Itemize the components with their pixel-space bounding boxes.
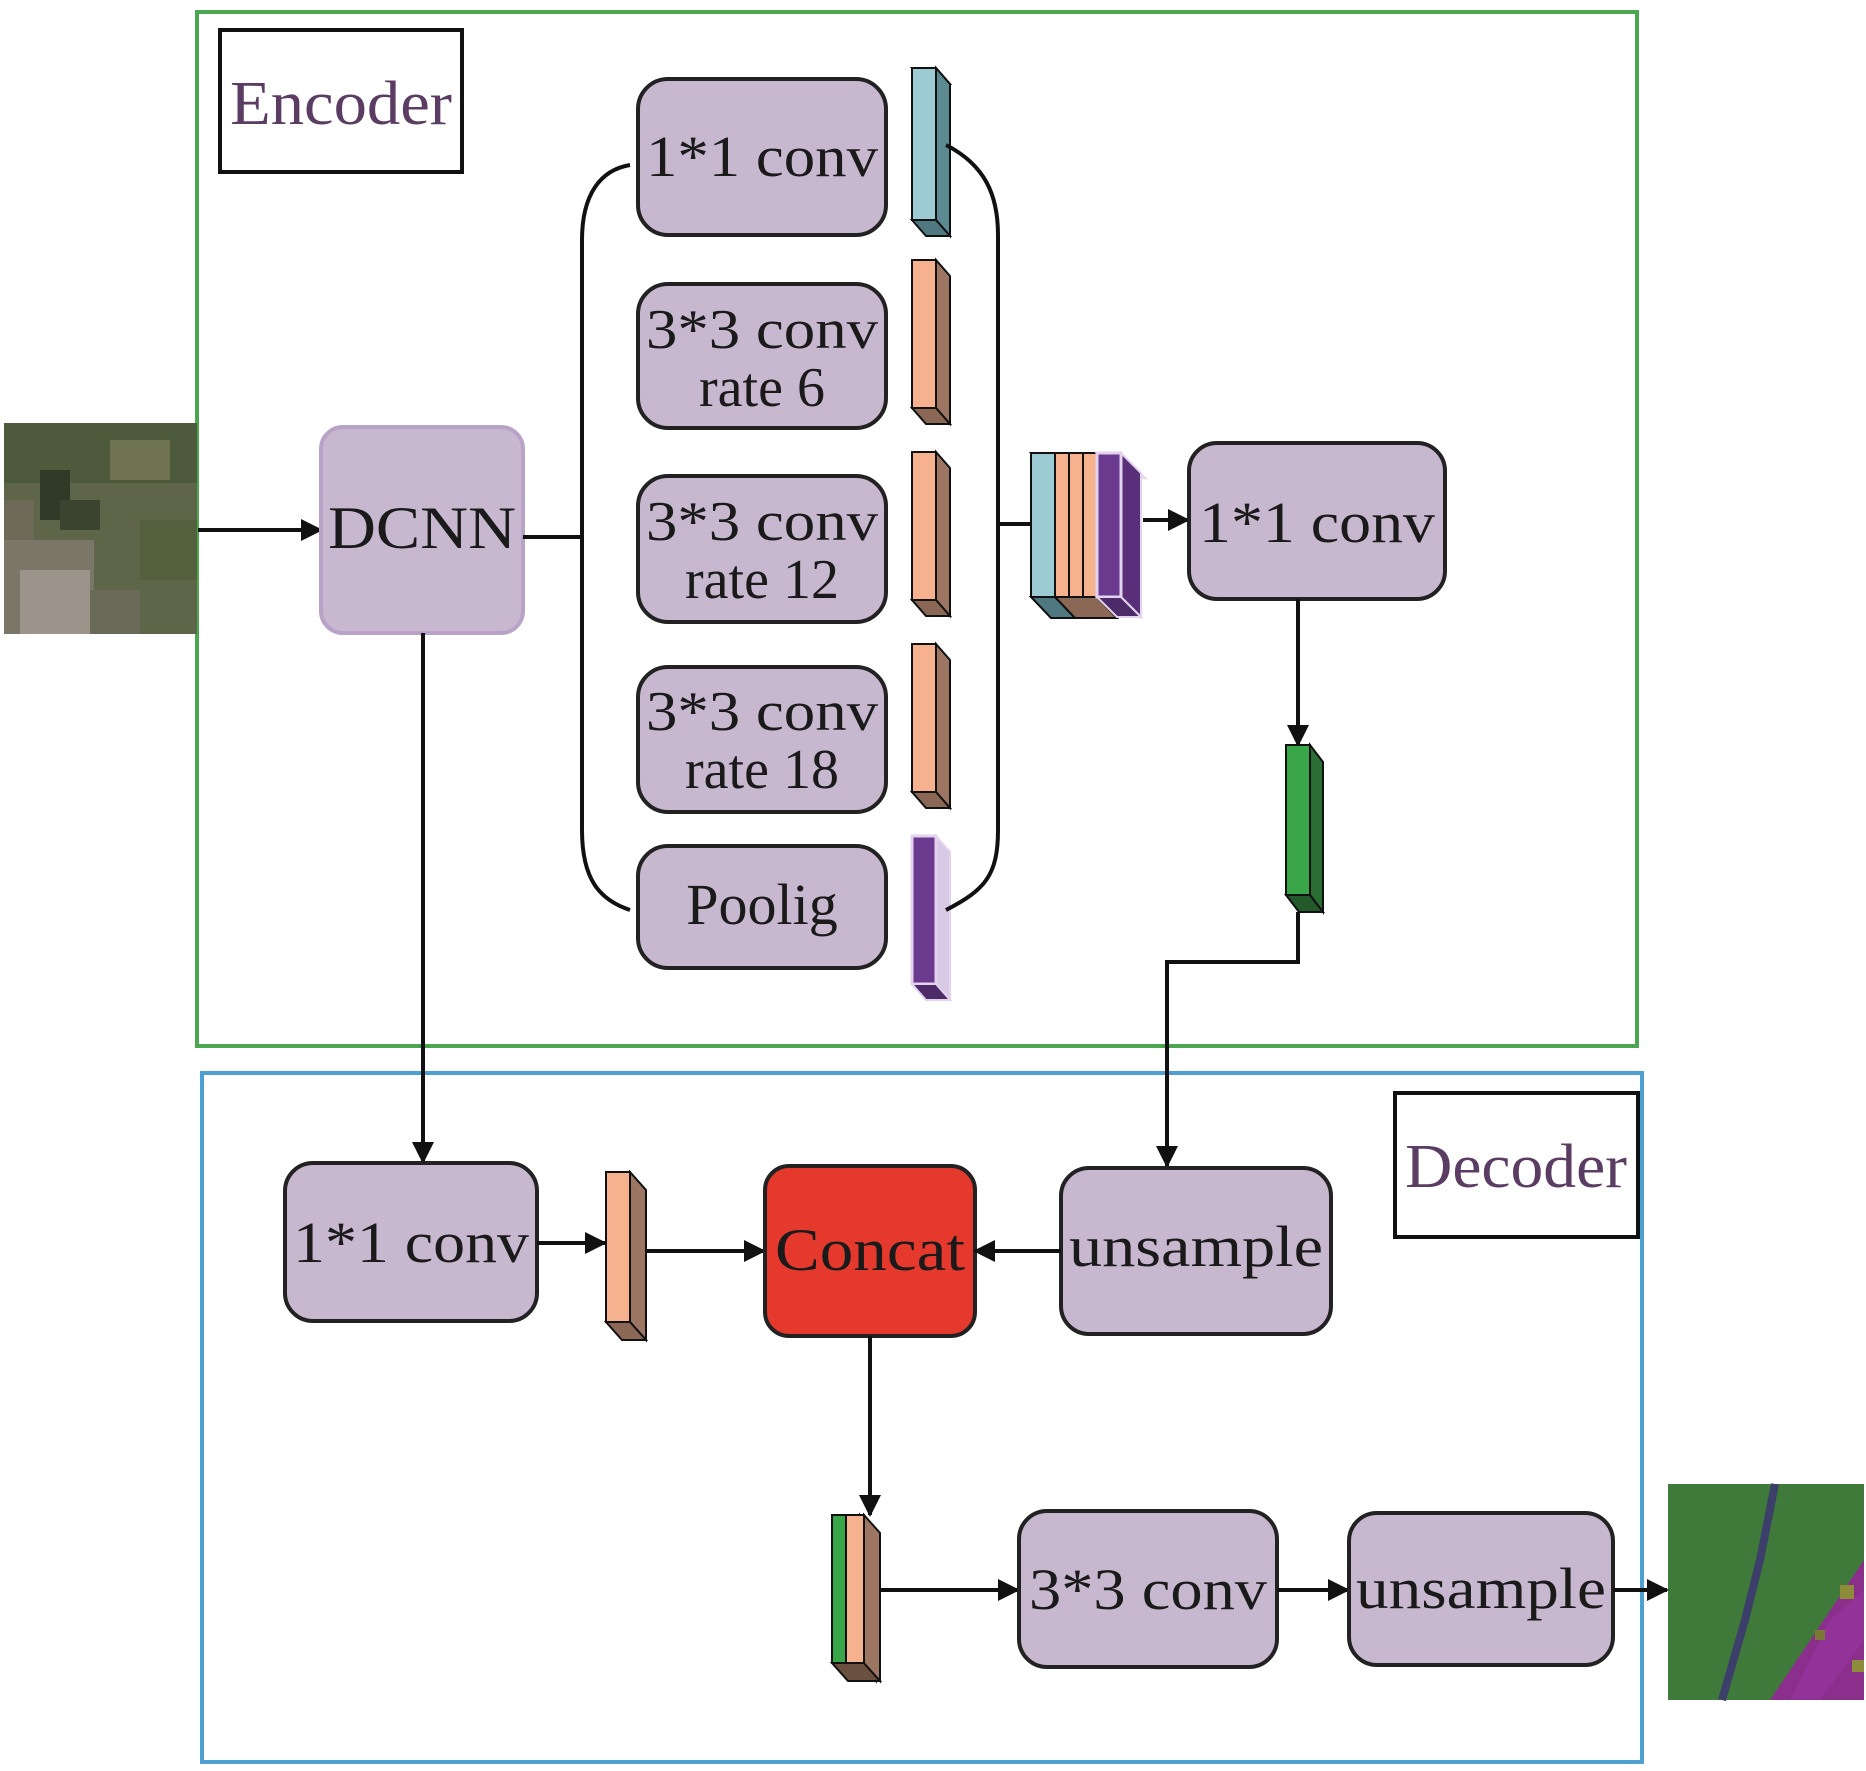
decoder-low-conv: 1*1 conv bbox=[283, 1161, 539, 1323]
feature-map-blue bbox=[909, 65, 953, 239]
feature-map-merged bbox=[829, 1512, 883, 1684]
branch-bracket-right bbox=[945, 143, 1000, 912]
decoder-label-text: Decoder bbox=[1405, 1133, 1627, 1201]
output-image bbox=[1668, 1483, 1864, 1702]
feature-stack-concat bbox=[1028, 450, 1148, 620]
upsample-node-1: unsample bbox=[1059, 1166, 1333, 1336]
branch-3x3-rate12: 3*3 conv rate 12 bbox=[636, 474, 888, 624]
input-image bbox=[4, 423, 197, 634]
branch-3x3-rate18: 3*3 conv rate 18 bbox=[636, 665, 888, 814]
branch-1x1-conv-label: 1*1 conv bbox=[646, 124, 878, 189]
branch-3x3-rate6: 3*3 conv rate 6 bbox=[636, 282, 888, 430]
branch-bracket-left bbox=[580, 163, 631, 912]
branch-3x3-rate12-line2: rate 12 bbox=[685, 549, 839, 611]
feature-map-orange-1 bbox=[909, 257, 953, 427]
feature-map-orange-2 bbox=[909, 449, 953, 619]
concat-label: Concat bbox=[775, 1217, 965, 1283]
feature-map-orange-3 bbox=[909, 641, 953, 811]
encoder-label: Encoder bbox=[218, 28, 464, 174]
decoder-conv3: 3*3 conv bbox=[1017, 1509, 1279, 1669]
decoder-frame bbox=[200, 1071, 1644, 1764]
decoder-label: Decoder bbox=[1393, 1091, 1640, 1239]
branch-1x1-conv: 1*1 conv bbox=[636, 77, 888, 237]
feature-map-decoder-orange bbox=[603, 1169, 649, 1343]
branch-3x3-rate12-line1: 3*3 conv bbox=[646, 491, 878, 553]
feature-map-green bbox=[1283, 742, 1326, 915]
branch-3x3-rate6-line1: 3*3 conv bbox=[646, 299, 878, 361]
decoder-conv3-label: 3*3 conv bbox=[1029, 1557, 1267, 1622]
encoder-fuse-conv-label: 1*1 conv bbox=[1199, 490, 1435, 555]
encoder-label-text: Encoder bbox=[230, 70, 452, 138]
branch-3x3-rate18-line1: 3*3 conv bbox=[646, 681, 878, 743]
feature-map-purple bbox=[909, 833, 953, 1003]
upsample-node-2: unsample bbox=[1347, 1511, 1615, 1667]
upsample-1-label: unsample bbox=[1069, 1214, 1323, 1279]
branch-pooling: Poolig bbox=[636, 844, 888, 970]
upsample-2-label: unsample bbox=[1356, 1556, 1606, 1621]
encoder-fuse-conv: 1*1 conv bbox=[1187, 441, 1447, 601]
branch-3x3-rate6-line2: rate 6 bbox=[699, 357, 825, 419]
arrow-green-upsample bbox=[1156, 912, 1300, 1168]
decoder-low-conv-label: 1*1 conv bbox=[293, 1210, 529, 1275]
dcnn-node: DCNN bbox=[319, 425, 525, 635]
concat-node: Concat bbox=[763, 1164, 977, 1338]
branch-pooling-label: Poolig bbox=[686, 872, 838, 937]
branch-3x3-rate18-line2: rate 18 bbox=[685, 739, 839, 801]
dcnn-label: DCNN bbox=[328, 495, 516, 561]
